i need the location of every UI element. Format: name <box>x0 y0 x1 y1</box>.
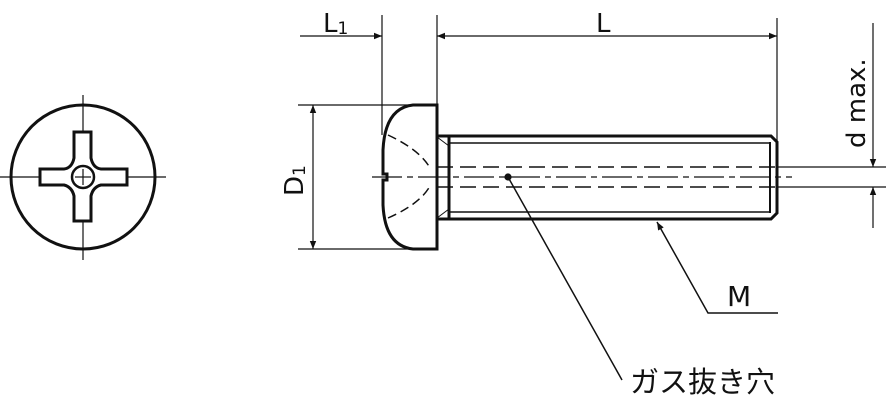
label-l: L <box>596 9 611 39</box>
vent-leader <box>507 176 623 381</box>
screw-side-view <box>372 103 792 251</box>
label-vent-hole: ガス抜き穴 <box>630 365 775 399</box>
m-leader <box>656 221 778 314</box>
recess-center <box>70 164 96 190</box>
label-l1: L1 <box>323 9 348 39</box>
head-top-view <box>0 95 166 260</box>
head-outline <box>9 103 157 251</box>
label-d1: D1 <box>280 165 310 196</box>
dimensions <box>298 15 886 381</box>
label-m: M <box>727 280 751 313</box>
label-d-max: d max. <box>842 58 872 148</box>
